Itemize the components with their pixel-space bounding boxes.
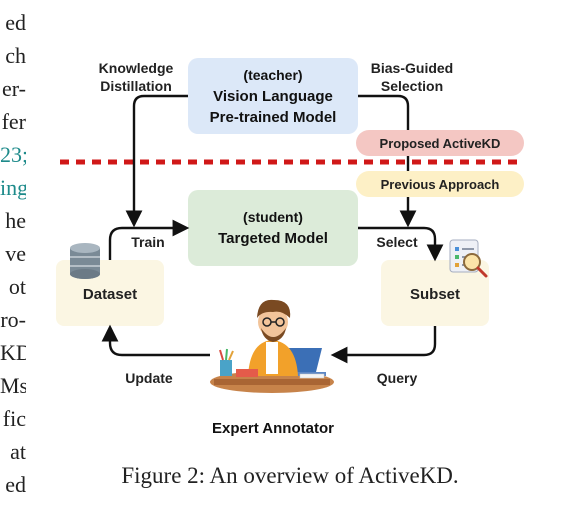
margin-text-line: KD [0,340,26,365]
teacher-line3: Pre-trained Model [210,109,337,126]
margin-text-column: ed ch er-fer 23; ing he ve ot ro- KD Ms. fic at ed [0,6,26,501]
margin-text-line: he [5,208,26,233]
distill-label-line2: Distillation [100,78,172,94]
margin-text-line: fer [1,109,26,134]
distillation-arrow [125,94,188,228]
proposed-badge: Proposed ActiveKD [356,130,524,156]
query-arrow [330,326,437,364]
previous-badge: Previous Approach [356,171,524,197]
checklist-magnifier-icon [449,239,488,278]
margin-text-line: at [10,439,26,464]
figure-caption: Figure 2: An overview of ActiveKD. [121,463,459,488]
proposed-badge-label: Proposed ActiveKD [380,136,501,151]
dataset-label: Dataset [83,286,137,303]
margin-text-line: ing [0,175,26,200]
margin-text-line: ve [5,241,26,266]
bias-selection-arrow [358,94,417,228]
margin-text-line: fic [2,406,26,431]
update-label: Update [125,370,173,386]
bias-label-line1: Bias-Guided [371,60,453,76]
train-label: Train [131,234,164,250]
subset-box: Subset [381,260,489,326]
margin-text-line: Ms. [0,373,26,398]
train-arrow [108,219,190,260]
margin-text-line: ed [5,472,26,497]
margin-text-line: ch [5,43,26,68]
margin-text-line: er- [2,76,26,101]
teacher-model-box: (teacher) Vision Language Pre-trained Mo… [188,58,358,134]
update-arrow [101,324,210,357]
previous-badge-label: Previous Approach [381,177,500,192]
select-arrow [358,226,444,262]
margin-text-line: ot [8,274,26,299]
distill-label-line1: Knowledge [99,60,174,76]
database-icon [70,243,100,279]
annotator-label: Expert Annotator [212,420,334,437]
margin-text-line: ed [5,10,26,35]
bias-label-line2: Selection [381,78,443,94]
query-label: Query [377,370,418,386]
expert-annotator-illustration [210,299,334,393]
student-model-box: (student) Targeted Model [188,190,358,266]
student-line2: Targeted Model [218,230,328,247]
student-line1: (student) [243,209,303,225]
teacher-line1: (teacher) [243,67,302,83]
margin-text-line: 23; [0,142,26,167]
margin-text-line: ro- [0,307,26,332]
teacher-line2: Vision Language [213,88,333,105]
select-label: Select [376,234,418,250]
subset-label: Subset [410,286,460,303]
